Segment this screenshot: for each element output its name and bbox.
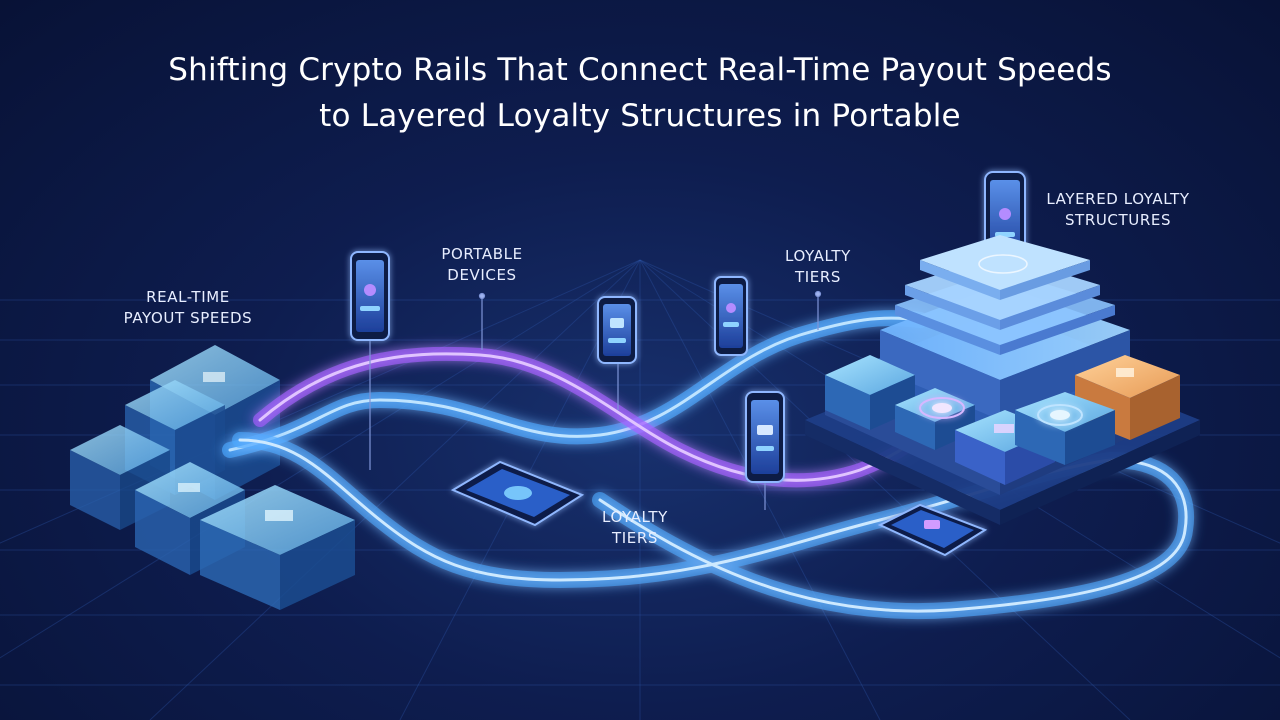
label-portable-devices: PORTABLE DEVICES xyxy=(412,244,552,286)
label-real-time-payout-speeds: REAL-TIME PAYOUT SPEEDS xyxy=(98,287,278,329)
tier-block xyxy=(825,355,915,430)
tablet-device xyxy=(877,503,988,557)
tier-layer xyxy=(920,235,1090,300)
phone-device xyxy=(745,391,785,483)
label-line: STRUCTURES xyxy=(1064,211,1172,229)
rail-node xyxy=(919,397,1083,426)
label-loyalty-tiers-bottom: LOYALTY TIERS xyxy=(575,507,695,549)
cube xyxy=(200,485,355,610)
label-line: PORTABLE xyxy=(441,245,523,263)
server-cube-cluster xyxy=(70,345,355,610)
label-loyalty-tiers-top: LOYALTY TIERS xyxy=(758,246,878,288)
label-line: REAL-TIME xyxy=(146,288,230,306)
label-line: TIERS xyxy=(611,529,658,547)
label-line: LOYALTY xyxy=(602,508,668,526)
label-line: TIERS xyxy=(794,268,841,286)
phone-device xyxy=(597,296,637,364)
phone-device xyxy=(714,276,748,356)
label-line: DEVICES xyxy=(447,266,517,284)
rail-blue xyxy=(222,310,928,458)
label-line: PAYOUT SPEEDS xyxy=(123,309,253,327)
label-line: LOYALTY xyxy=(785,247,851,265)
label-pointers xyxy=(369,290,822,510)
title-line-2: to Layered Loyalty Structures in Portabl… xyxy=(319,98,961,134)
label-line: LAYERED LOYALTY xyxy=(1046,190,1190,208)
tablet-device xyxy=(450,460,585,527)
layered-loyalty-pyramid xyxy=(805,235,1200,525)
title-line-1: Shifting Crypto Rails That Connect Real-… xyxy=(168,52,1112,88)
phone-device xyxy=(350,251,390,341)
label-layered-loyalty-structures: LAYERED LOYALTY STRUCTURES xyxy=(1028,189,1208,231)
